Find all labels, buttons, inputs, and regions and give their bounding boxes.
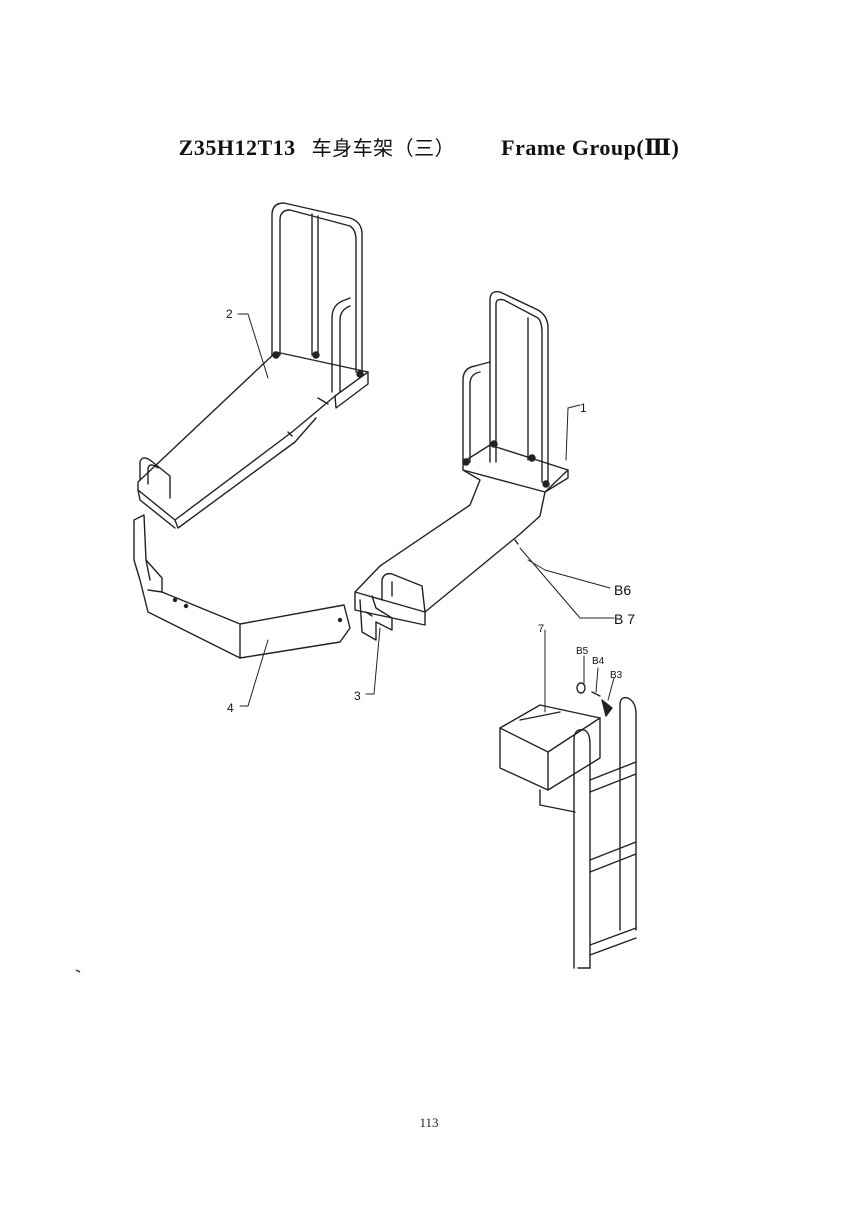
title-english: Frame Group(Ⅲ) [501, 135, 680, 160]
bracket [359, 595, 393, 641]
page-number: 113 [419, 1115, 439, 1130]
label-b5: B5 [576, 646, 589, 657]
step-assembly-right [354, 290, 569, 626]
page-title: Z35H12T13 车身车架（三） Frame Group(Ⅲ) [0, 132, 858, 161]
label-b4: B4 [592, 656, 605, 667]
label-b7: B 7 [614, 611, 635, 627]
step-assembly-left [137, 202, 369, 529]
label-part-3: 3 [354, 689, 361, 703]
label-part-1: 1 [580, 401, 587, 415]
label-b6: B6 [614, 582, 631, 598]
title-chinese: 车身车架（三） [311, 136, 456, 160]
model-code: Z35H12T13 [178, 135, 296, 160]
label-part-7: 7 [538, 623, 544, 635]
label-part-2: 2 [226, 307, 233, 321]
ladder-assembly [499, 682, 637, 969]
label-part-4: 4 [227, 701, 234, 715]
part-labels: 2 1 4 3 7 B5 B4 B3 B6 B 7 [226, 307, 635, 715]
leader-lines [237, 313, 615, 713]
label-b3: B3 [610, 670, 623, 681]
scan-mark [75, 969, 81, 973]
guard-plate [133, 514, 351, 659]
